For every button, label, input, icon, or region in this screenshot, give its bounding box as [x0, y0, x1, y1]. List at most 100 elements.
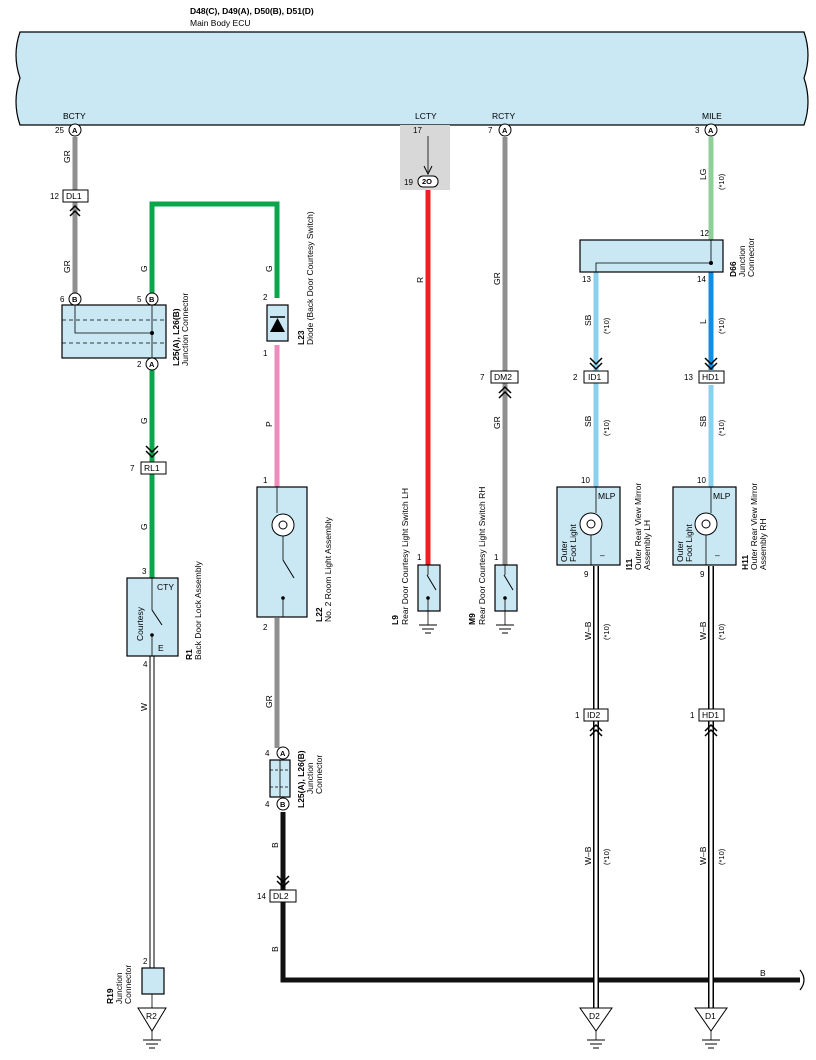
- chevron-dm2: [498, 385, 512, 399]
- terminal-rcty: RCTY: [492, 111, 515, 121]
- pin-bcty: 25: [55, 126, 64, 135]
- m9-code: M9: [467, 613, 477, 625]
- tag-dm2-label: DM2: [494, 372, 512, 382]
- label-wb-3: W–B: [583, 846, 593, 865]
- label-g-1: G: [139, 265, 149, 272]
- label-gr-2: GR: [62, 260, 72, 273]
- d66-name1: Junction: [737, 245, 747, 277]
- tag-rl1-label: RL1: [144, 463, 160, 473]
- tag-id1-label: ID1: [588, 372, 602, 382]
- l22-name: No. 2 Room Light Assembly: [323, 516, 333, 622]
- pin-r19: 2: [143, 957, 148, 966]
- lcty-arrowhead: [423, 165, 433, 176]
- pin-hd1-top: 13: [684, 373, 693, 382]
- pin-l23-bot: 1: [263, 349, 268, 358]
- l23-name: Diode (Back Door Courtesy Switch): [305, 211, 315, 345]
- chevron-id2: [589, 723, 603, 737]
- tag-id2: [583, 708, 609, 722]
- pin-l25-bot-a: 4: [265, 749, 270, 758]
- tag-dm2: [490, 370, 519, 384]
- pin-dl1: 12: [50, 192, 59, 201]
- terminal-mile: MILE: [702, 111, 722, 121]
- conn-circle-l25-a2: [145, 357, 159, 371]
- junction-connector-r19: [141, 967, 165, 995]
- door-switch-l9: [417, 564, 441, 634]
- r1-name: Back Door Lock Assembly: [193, 561, 203, 660]
- junction-connector-l25-bottom: [269, 759, 291, 798]
- d66-name2: Connector: [746, 238, 756, 277]
- ground-d2: [579, 1007, 613, 1049]
- mirror-assembly-h11: [672, 486, 737, 566]
- label-wb-2-note: (*10): [717, 623, 726, 640]
- pin-rl1: 7: [130, 464, 135, 473]
- label-g-3: G: [139, 417, 149, 424]
- conn-circle-l25-bot-b: [276, 797, 290, 811]
- label-g-4: G: [139, 523, 149, 530]
- label-wb-3-note: (*10): [602, 848, 611, 865]
- chevron-dl2: [276, 875, 290, 889]
- label-wb-1: W–B: [583, 621, 593, 640]
- ground-d2-label: D2: [589, 1011, 600, 1021]
- pin-lcty-2: 19: [404, 178, 413, 187]
- diode-l23: [266, 304, 289, 342]
- label-sb-3-note: (*10): [717, 419, 726, 436]
- pin-l9: 1: [417, 553, 422, 562]
- conn-letter-l25-b5: B: [149, 295, 155, 304]
- label-gr-5: GR: [492, 416, 502, 429]
- h11-lamp1: Outer: [675, 541, 685, 562]
- pin-mile: 3: [695, 126, 700, 135]
- pin-l22-bot: 2: [263, 623, 268, 632]
- ecu-codes: D48(C), D49(A), D50(B), D51(D): [190, 6, 314, 16]
- ground-r2: [137, 1007, 167, 1049]
- h11-mlp: MLP: [713, 491, 731, 501]
- r1-courtesy: Courtesy: [135, 606, 145, 641]
- wire-b-ground-bus: [280, 812, 800, 983]
- r1-code: R1: [184, 649, 194, 660]
- pin-r1-bot: 4: [143, 660, 148, 669]
- conn-circle-rcty: [498, 123, 512, 137]
- pin-i11-top: 10: [581, 476, 590, 485]
- door-switch-m9: [494, 564, 518, 634]
- label-g-2: G: [264, 265, 274, 272]
- pin-m9: 1: [494, 553, 499, 562]
- pin-d66-13: 13: [582, 275, 591, 284]
- l22-code: L22: [314, 607, 324, 622]
- pin-l25-a2: 2: [137, 360, 142, 369]
- tag-dl2-label: DL2: [273, 891, 289, 901]
- pin-l22-top: 1: [263, 476, 268, 485]
- l23-code: L23: [296, 330, 306, 345]
- tag-id1: [583, 370, 609, 384]
- ground-d1: [694, 1007, 728, 1049]
- r19-name2: Connector: [123, 965, 133, 1004]
- label-sb-2: SB: [583, 415, 593, 427]
- pin-l25-b6: 6: [60, 295, 65, 304]
- pin-id2: 1: [575, 711, 580, 720]
- conn-letter-bcty: A: [72, 126, 78, 135]
- h11-lamp2: Foot Light: [684, 524, 694, 562]
- l25-top-name: Junction Connector: [180, 293, 190, 366]
- room-light-l22: [256, 486, 308, 618]
- label-l-note: (*10): [717, 317, 726, 334]
- conn-circle-l25-b5: [145, 292, 159, 306]
- conn-lcty: [417, 175, 439, 188]
- label-b-3: B: [760, 968, 766, 978]
- l9-name: Rear Door Courtesy Light Switch LH: [400, 488, 410, 625]
- i11-lamp1: Outer: [559, 541, 569, 562]
- label-gr-3: GR: [264, 695, 274, 708]
- junction-connector-l25-top: [61, 304, 167, 359]
- d66-code: D66: [728, 261, 738, 277]
- conn-letter-l25-b6: B: [72, 295, 78, 304]
- label-wb-4: W–B: [698, 846, 708, 865]
- main-body-ecu-box: [15, 31, 809, 126]
- chevron-rl1: [145, 445, 159, 459]
- label-wb-1-note: (*10): [602, 623, 611, 640]
- pin-l25-bot-b: 4: [265, 800, 270, 809]
- tag-dl1-label: DL1: [66, 191, 82, 201]
- tag-hd1-bot-label: HD1: [702, 710, 719, 720]
- pin-h11-bot: 9: [700, 570, 705, 579]
- m9-name: Rear Door Courtesy Light Switch RH: [477, 487, 487, 625]
- pin-id1: 2: [573, 373, 578, 382]
- junction-connector-d66: [579, 239, 724, 273]
- tag-hd1-top: [698, 370, 725, 384]
